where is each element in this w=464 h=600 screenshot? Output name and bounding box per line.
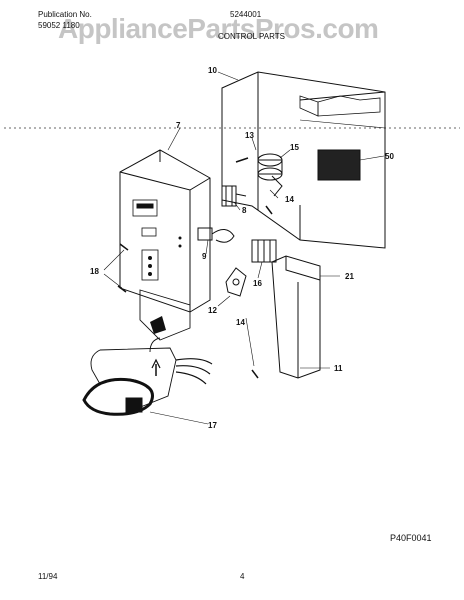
callout-8: 8	[242, 206, 247, 215]
screw-part-13	[235, 157, 249, 163]
screws-part-18	[117, 243, 129, 293]
model-number: 59052 1180	[38, 21, 80, 30]
screw-part-14b	[251, 369, 259, 379]
switch-part-8	[221, 185, 247, 207]
callout-14b: 14	[236, 318, 245, 327]
screw-part-14a	[265, 205, 273, 215]
publication-label: Publication No.	[38, 10, 92, 19]
callout-13: 13	[245, 131, 254, 140]
footer-date: 11/94	[38, 572, 58, 581]
page-number: 4	[240, 572, 245, 581]
callout-12: 12	[208, 306, 217, 315]
bracket-part-12	[225, 267, 247, 297]
cover-part-21	[271, 255, 321, 379]
thermostat-part-15	[257, 153, 283, 197]
section-title: CONTROL PARTS	[218, 32, 285, 41]
callout-50: 50	[385, 152, 394, 161]
relay-part-9	[197, 227, 235, 243]
callout-15: 15	[290, 143, 299, 152]
callout-11: 11	[334, 364, 343, 373]
watermark: AppliancePartsPros.com	[58, 13, 379, 44]
callout-18: 18	[90, 267, 99, 276]
callout-17: 17	[208, 421, 217, 430]
callout-9: 9	[202, 252, 207, 261]
publication-number: 5244001	[230, 10, 262, 19]
control-box-part-7	[119, 149, 211, 313]
control-panel-part-10	[221, 71, 386, 249]
nameplate-part-50	[317, 149, 361, 181]
callout-16: 16	[253, 279, 262, 288]
figure-code: P40F0041	[390, 533, 432, 543]
power-cord-part-17	[82, 337, 213, 416]
callout-10: 10	[208, 66, 217, 75]
callout-21: 21	[345, 272, 354, 281]
terminal-block-part-16	[251, 239, 277, 263]
callout-14a: 14	[285, 195, 294, 204]
callout-7: 7	[176, 121, 181, 130]
